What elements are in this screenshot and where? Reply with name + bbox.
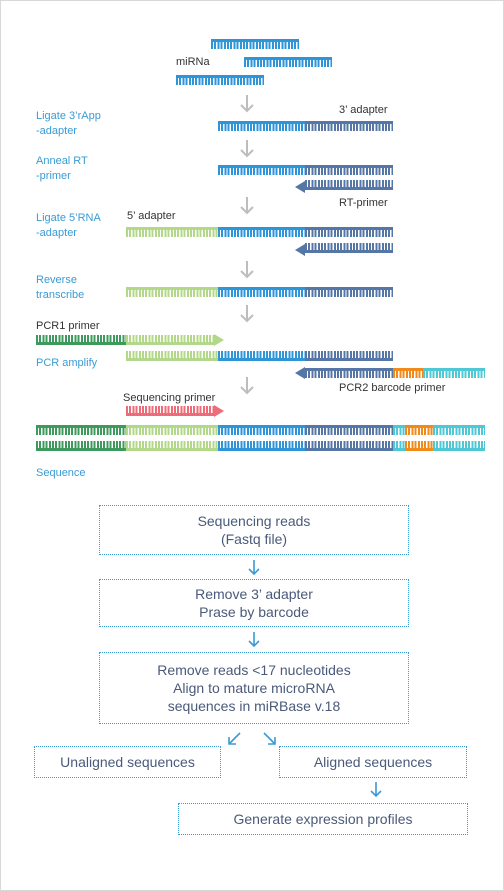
box-line: Remove reads <17 nucleotides xyxy=(157,662,351,678)
box-line: Sequencing reads xyxy=(197,513,311,529)
box-line: Prase by barcode xyxy=(199,604,309,620)
pcr2-tail-strand xyxy=(433,441,485,451)
mirna-strand xyxy=(244,57,332,67)
pcr1-strand xyxy=(36,425,126,435)
mirna-strand xyxy=(176,75,264,85)
adapter-5-strand xyxy=(126,425,218,435)
pcr1-primer-strand xyxy=(36,335,126,345)
box-line: sequences in miRBase v.18 xyxy=(167,698,341,714)
pcr2-tail-strand xyxy=(423,368,485,378)
rt-primer-strand xyxy=(305,243,393,253)
adapter-3-strand xyxy=(305,351,393,361)
flow-arrow-left-icon xyxy=(228,732,241,745)
mirna-strand xyxy=(218,351,305,361)
mirna-strand xyxy=(218,425,305,435)
pcr2-arrow-icon xyxy=(295,367,305,379)
mirna-strand xyxy=(218,227,305,237)
pcr1-primer-label: PCR1 primer xyxy=(36,320,100,332)
flow-arrow-icon xyxy=(370,782,382,798)
flow-arrow-icon xyxy=(248,560,260,576)
mirna-strand xyxy=(211,39,299,49)
adapter-3-label: 3’ adapter xyxy=(339,104,388,116)
align-reads-box: Remove reads <17 nucleotides Align to ma… xyxy=(99,652,409,724)
adapter-5-strand xyxy=(126,441,218,451)
pcr2-primer-strand xyxy=(305,368,393,378)
expression-profiles-box: Generate expression profiles xyxy=(178,803,468,835)
box-line: Aligned sequences xyxy=(313,754,433,770)
box-line: Remove 3’ adapter xyxy=(195,586,313,602)
rt-primer-strand xyxy=(305,180,393,190)
adapter-3-strand xyxy=(305,425,393,435)
adapter-3-strand xyxy=(305,287,393,297)
flow-arrow-icon xyxy=(248,632,260,648)
unaligned-sequences-box: Unaligned sequences xyxy=(34,746,221,778)
box-line: Align to mature microRNA xyxy=(173,680,335,696)
adapter-5-strand xyxy=(126,351,218,361)
pcr2-tail-strand xyxy=(393,425,405,435)
aligned-sequences-box: Aligned sequences xyxy=(279,746,467,778)
step-sequence: Sequence xyxy=(36,467,86,479)
rt-primer-label: RT-primer xyxy=(339,197,388,209)
step-reverse-transcribe: Reverse transcribe xyxy=(36,274,85,301)
remove-adapter-box: Remove 3’ adapter Prase by barcode xyxy=(99,579,409,627)
sequencing-primer-strand xyxy=(126,406,214,416)
step-arrow-icon xyxy=(240,140,254,158)
step-ligate-5-adapter: Ligate 5’RNA -adapter xyxy=(36,212,101,239)
adapter-5-strand xyxy=(126,227,218,237)
sequencing-arrow-icon xyxy=(214,405,224,417)
pcr1-arrow-icon xyxy=(214,334,224,346)
adapter-3-strand xyxy=(305,165,393,175)
rt-primer-arrow-icon xyxy=(295,244,305,256)
pcr2-tail-strand xyxy=(393,441,405,451)
step-arrow-icon xyxy=(240,261,254,279)
sequencing-primer-label: Sequencing primer xyxy=(123,392,216,404)
step-ligate-3-adapter: Ligate 3’rApp -adapter xyxy=(36,110,101,137)
pcr1-primer-strand xyxy=(126,335,214,345)
adapter-3-strand xyxy=(305,121,393,131)
mirna-label: miRNa xyxy=(176,56,210,68)
pcr1-strand xyxy=(36,441,126,451)
adapter-5-strand xyxy=(126,287,218,297)
step-arrow-icon xyxy=(240,305,254,323)
adapter-3-strand xyxy=(305,441,393,451)
box-line: Generate expression profiles xyxy=(233,811,413,827)
step-arrow-icon xyxy=(240,95,254,113)
step-pcr-amplify: PCR amplify xyxy=(36,357,98,369)
mirna-strand xyxy=(218,441,305,451)
barcode-strand xyxy=(405,425,433,435)
pcr2-tail-strand xyxy=(433,425,485,435)
box-line: (Fastq file) xyxy=(220,531,288,547)
step-arrow-icon xyxy=(240,377,254,395)
flow-arrow-right-icon xyxy=(263,732,276,745)
box-line: Unaligned sequences xyxy=(60,754,195,770)
mirna-strand xyxy=(218,121,305,131)
rt-primer-arrow-icon xyxy=(295,181,305,193)
sequencing-reads-box: Sequencing reads (Fastq file) xyxy=(99,505,409,555)
step-arrow-icon xyxy=(240,197,254,215)
step-anneal-rt-primer: Anneal RT -primer xyxy=(36,155,88,182)
pcr2-barcode-primer-label: PCR2 barcode primer xyxy=(339,382,446,394)
barcode-strand xyxy=(405,441,433,451)
mirna-strand xyxy=(218,165,305,175)
adapter-5-label: 5’ adapter xyxy=(127,210,176,222)
adapter-3-strand xyxy=(305,227,393,237)
barcode-strand xyxy=(393,368,423,378)
mirna-strand xyxy=(218,287,305,297)
